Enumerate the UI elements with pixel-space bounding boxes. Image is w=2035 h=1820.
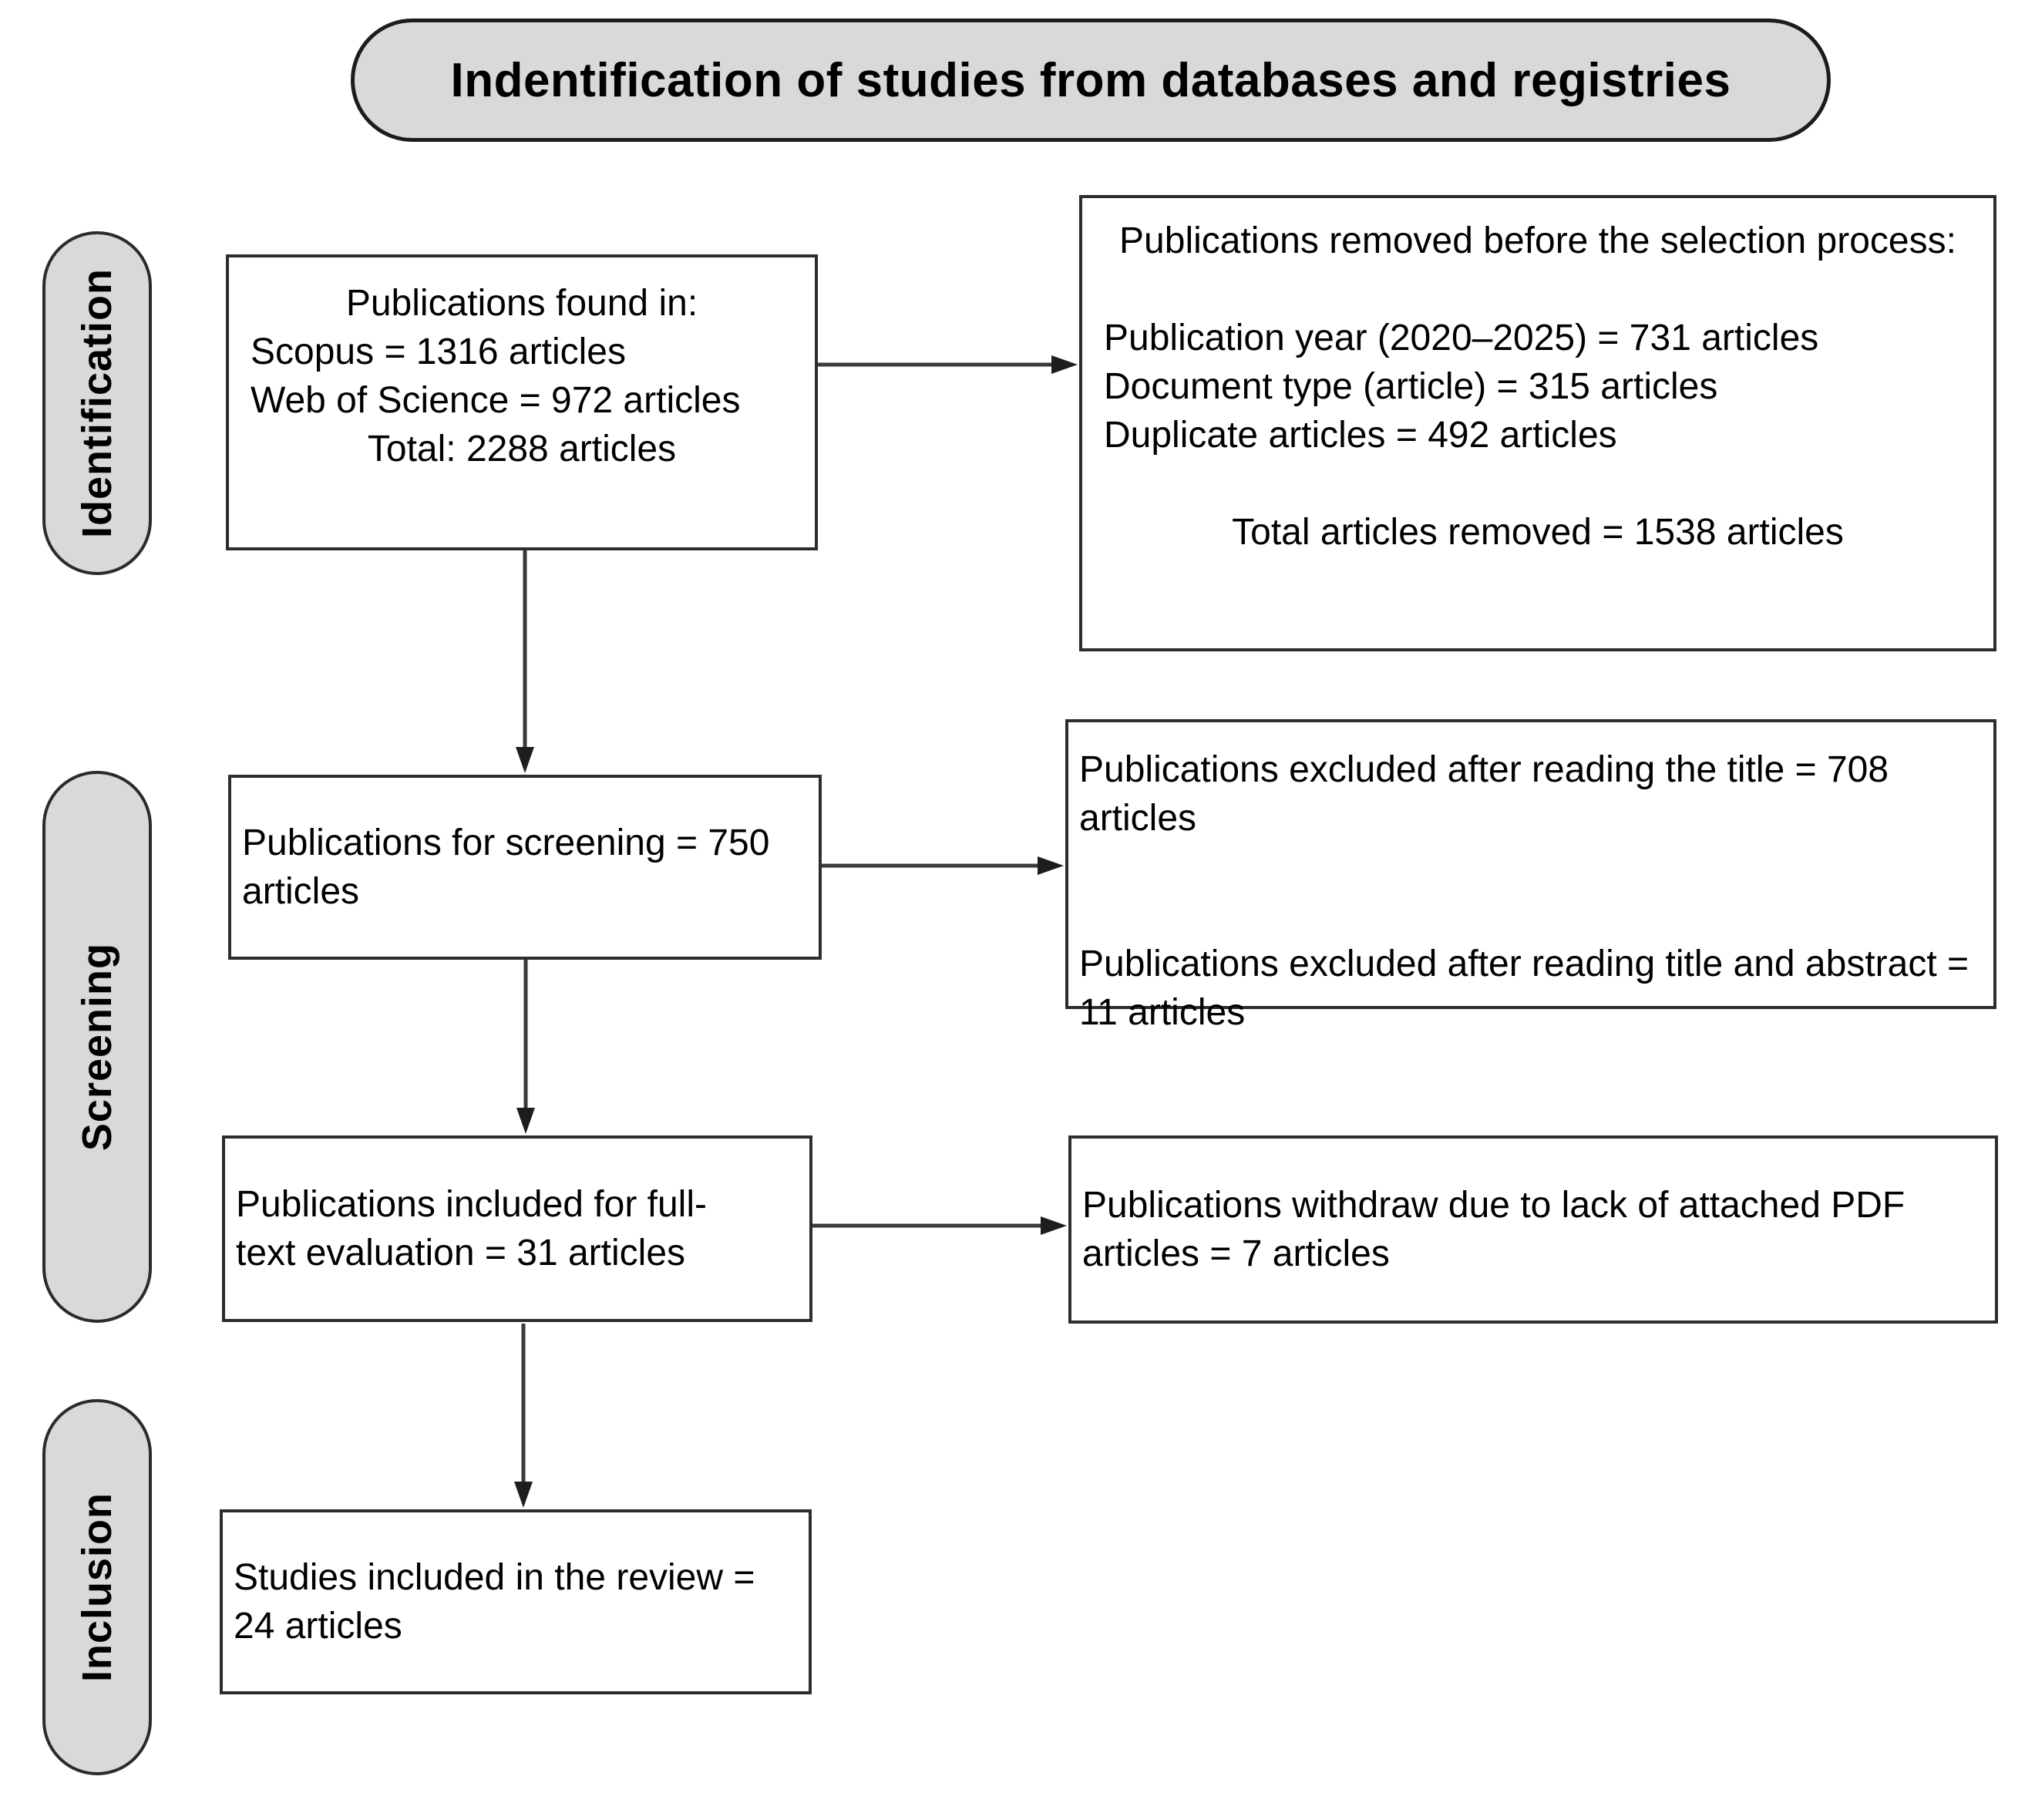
- arrow-screening-to-excluded: [822, 856, 1064, 875]
- box-line: Scopus = 1316 articles: [251, 331, 626, 372]
- box-line: Total: 2288 articles: [367, 429, 677, 469]
- box-line: Publications included for full-text eval…: [236, 1184, 707, 1273]
- stage-label-identification: Identification: [74, 268, 120, 538]
- arrow-screening-to-fulltext: [516, 960, 535, 1134]
- box-publications-removed: Publications removed before the selectio…: [1079, 195, 1996, 651]
- arrow-found-to-screening: [516, 550, 534, 773]
- box-line: Publications removed before the selectio…: [1119, 220, 1956, 261]
- box-line: Publications withdraw due to lack of att…: [1082, 1185, 1906, 1274]
- box-publications-withdraw: Publications withdraw due to lack of att…: [1068, 1135, 1998, 1324]
- box-line: Publications for screening = 750 article…: [242, 823, 770, 912]
- box-publications-screening: Publications for screening = 750 article…: [228, 775, 822, 960]
- stage-pill-screening: Screening: [42, 771, 152, 1323]
- box-studies-included: Studies included in the review = 24 arti…: [220, 1509, 812, 1694]
- box-publications-found: Publications found in: Scopus = 1316 art…: [226, 254, 818, 550]
- box-line: Publications excluded after reading the …: [1079, 749, 1889, 839]
- arrow-fulltext-to-withdraw: [812, 1216, 1067, 1235]
- arrow-fulltext-to-included: [514, 1324, 533, 1508]
- spacer: [1104, 459, 1972, 508]
- box-publications-excluded: Publications excluded after reading the …: [1065, 719, 1996, 1033]
- box-fulltext-evaluation: Publications included for full-text eval…: [222, 1135, 812, 1322]
- box-line: Total articles removed = 1538 articles: [1232, 512, 1844, 553]
- stage-label-screening: Screening: [74, 942, 120, 1152]
- title-text: Indentification of studies from database…: [450, 53, 1731, 107]
- box-line: Publications found in:: [345, 283, 698, 324]
- spacer: [1104, 265, 1972, 314]
- box-line: Studies included in the review = 24 arti…: [234, 1557, 755, 1647]
- box-line: Publication year (2020–2025) = 731 artic…: [1104, 318, 1819, 358]
- arrow-found-to-removed: [818, 355, 1078, 374]
- box-line: Publications excluded after reading titl…: [1079, 944, 1969, 1033]
- stage-pill-inclusion: Inclusion: [42, 1399, 152, 1775]
- box-line: Web of Science = 972 articles: [251, 380, 741, 421]
- spacer: [1079, 843, 1973, 940]
- title-banner: Indentification of studies from database…: [351, 19, 1831, 142]
- box-line: Duplicate articles = 492 articles: [1104, 415, 1617, 456]
- stage-label-inclusion: Inclusion: [74, 1492, 120, 1682]
- box-line: Document type (article) = 315 articles: [1104, 366, 1718, 407]
- stage-pill-identification: Identification: [42, 231, 152, 575]
